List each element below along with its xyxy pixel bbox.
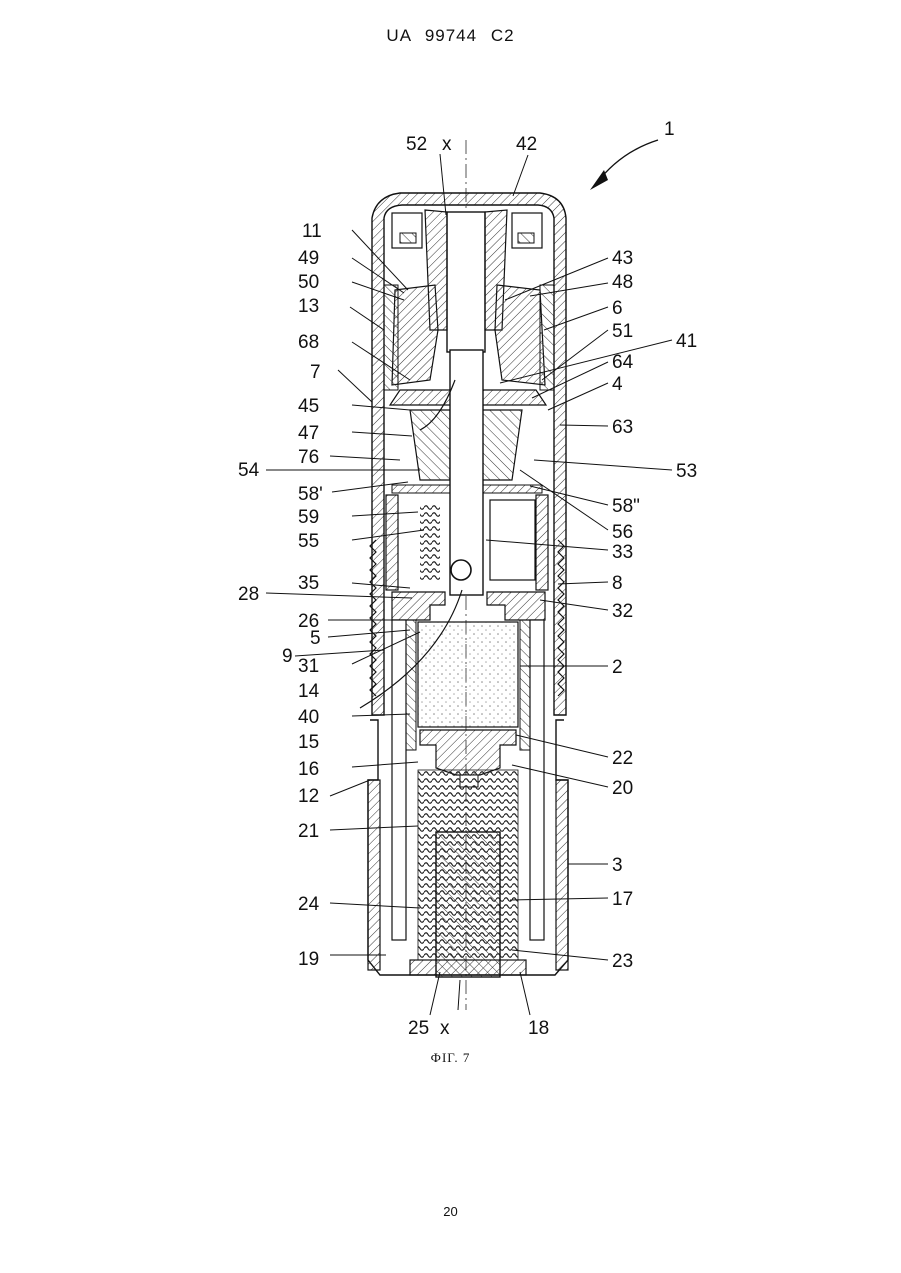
piston-22 <box>420 730 516 775</box>
cone-right <box>495 285 545 385</box>
ref-32: 32 <box>612 601 633 622</box>
ref-43: 43 <box>612 248 633 269</box>
ref-56: 56 <box>612 522 633 543</box>
cartridge-2 <box>418 622 518 727</box>
figure-caption: ФІГ. 7 <box>0 1050 901 1066</box>
ref-49: 49 <box>298 248 319 269</box>
ref-59: 59 <box>298 507 319 528</box>
ref-41: 41 <box>676 331 697 352</box>
stem-33 <box>450 350 483 595</box>
ref-5: 5 <box>310 628 321 649</box>
ref-31: 31 <box>298 656 319 677</box>
ref-16: 16 <box>298 759 319 780</box>
ref-4: 4 <box>612 374 623 395</box>
ref-21: 21 <box>298 821 319 842</box>
ref-12: 12 <box>298 786 319 807</box>
ref-51: 51 <box>612 321 633 342</box>
base-block <box>392 592 545 620</box>
housing-wall-left <box>368 780 380 970</box>
ref-9: 9 <box>282 646 293 667</box>
ref-76: 76 <box>298 447 319 468</box>
ref-11: 11 <box>302 221 322 242</box>
ref-6: 6 <box>612 298 623 319</box>
ref-42: 42 <box>516 134 537 155</box>
nozzle-tube <box>447 212 485 352</box>
ref-45: 45 <box>298 396 319 417</box>
ref-58-double-prime: 58" <box>612 496 640 517</box>
ref-14: 14 <box>298 681 320 702</box>
ref-53: 53 <box>676 461 697 482</box>
ref-68: 68 <box>298 332 319 353</box>
ref-54: 54 <box>238 460 260 481</box>
ref-7: 7 <box>310 362 321 383</box>
ref-24: 24 <box>298 894 320 915</box>
spring-59 <box>420 505 440 580</box>
ref-8: 8 <box>612 573 623 594</box>
ref-35: 35 <box>298 573 319 594</box>
ref-23: 23 <box>612 951 633 972</box>
axis-x-bottom: x <box>440 1018 450 1039</box>
ref-50: 50 <box>298 272 319 293</box>
ref-55: 55 <box>298 531 319 552</box>
page-number: 20 <box>0 1204 901 1219</box>
ref-17: 17 <box>612 889 633 910</box>
ref-3: 3 <box>612 855 623 876</box>
ref-40: 40 <box>298 707 319 728</box>
ref-58-prime: 58' <box>298 484 323 505</box>
axis-x-top: x <box>442 134 452 155</box>
ref-13: 13 <box>298 296 319 317</box>
ref-15: 15 <box>298 732 319 753</box>
ref-22: 22 <box>612 748 633 769</box>
ref-64: 64 <box>612 352 634 373</box>
plunger-25 <box>436 832 500 977</box>
ball-14 <box>451 560 471 580</box>
ref-48: 48 <box>612 272 633 293</box>
ref-33: 33 <box>612 542 633 563</box>
housing-wall-right <box>556 780 568 970</box>
ref-52: 52 <box>406 134 427 155</box>
ref-28: 28 <box>238 584 259 605</box>
cone-left <box>392 285 438 385</box>
ref-19: 19 <box>298 949 319 970</box>
ref-47: 47 <box>298 423 319 444</box>
ref-25: 25 <box>408 1018 429 1039</box>
ref-20: 20 <box>612 778 633 799</box>
ref-63: 63 <box>612 417 633 438</box>
ref-2: 2 <box>612 657 623 678</box>
ref-18: 18 <box>528 1018 549 1039</box>
ref-1: 1 <box>664 119 675 140</box>
